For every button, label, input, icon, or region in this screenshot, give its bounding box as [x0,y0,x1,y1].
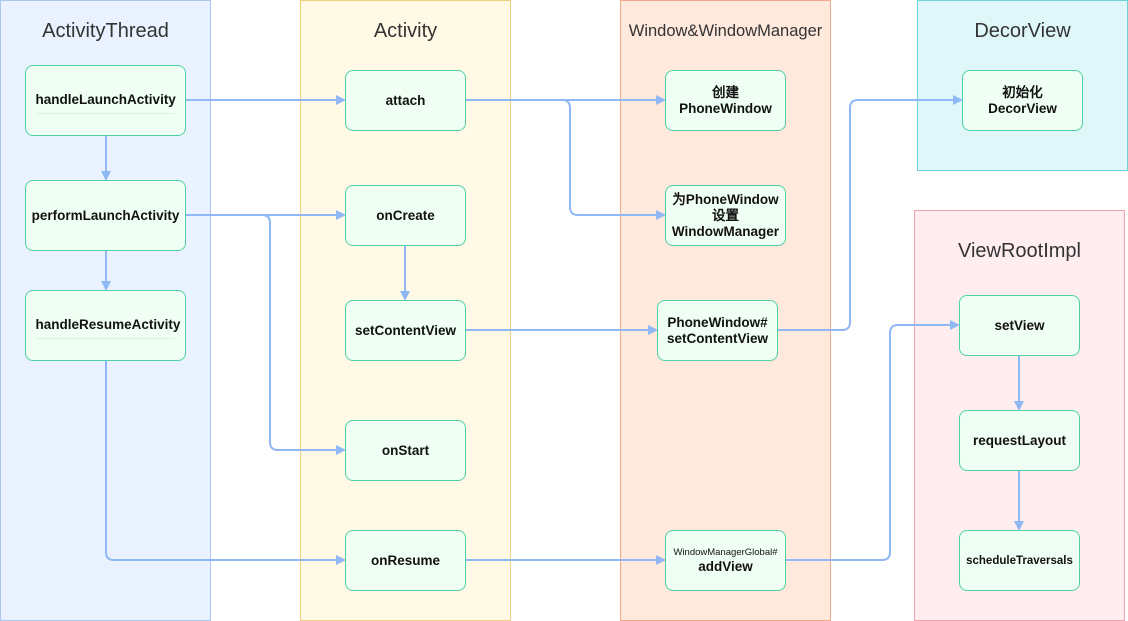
lane-title-decor-view: DecorView [974,20,1071,42]
lane-activity: Activity [300,0,511,621]
lane-title-activity: Activity [373,20,438,42]
edge-phone-window-to-decor-view [778,95,963,331]
edge-handle-resume-to-on-resume [105,361,346,565]
node-create-phone-window: 创建 PhoneWindow [665,70,786,131]
lane-title-view-root-impl: ViewRootImpl [957,240,1082,262]
node-schedule-traversals: scheduleTraversals [959,530,1080,591]
node-perform-launch-activity: performLaunchActivity [25,180,186,251]
node-request-layout: requestLayout [959,410,1080,471]
edge-add-view-to-set-view [786,320,960,561]
node-attach: attach [345,70,466,131]
lane-title-window: Window&WindowManager [628,22,823,40]
edge-perform-launch-to-on-start [186,214,346,455]
node-set-content-view: setContentView [345,300,466,361]
node-on-start: onStart [345,420,466,481]
node-on-resume: onResume [345,530,466,591]
node-phone-window-set-content-view: PhoneWindow# setContentView [657,300,778,361]
node-set-window-manager: 为PhoneWindow 设置 WindowManager [665,185,786,246]
node-handle-resume-activity: handleResumeActivity [25,290,186,361]
lane-title-activity-thread: ActivityThread [42,20,169,42]
node-set-view: setView [959,295,1080,356]
node-handle-launch-activity: handleLaunchActivity [25,65,186,136]
node-on-create: onCreate [345,185,466,246]
node-wmg-add-view: WindowManagerGlobal# addView [665,530,786,591]
edge-attach-to-set-window-manager [466,99,666,220]
node-init-decor-view: 初始化 DecorView [962,70,1083,131]
